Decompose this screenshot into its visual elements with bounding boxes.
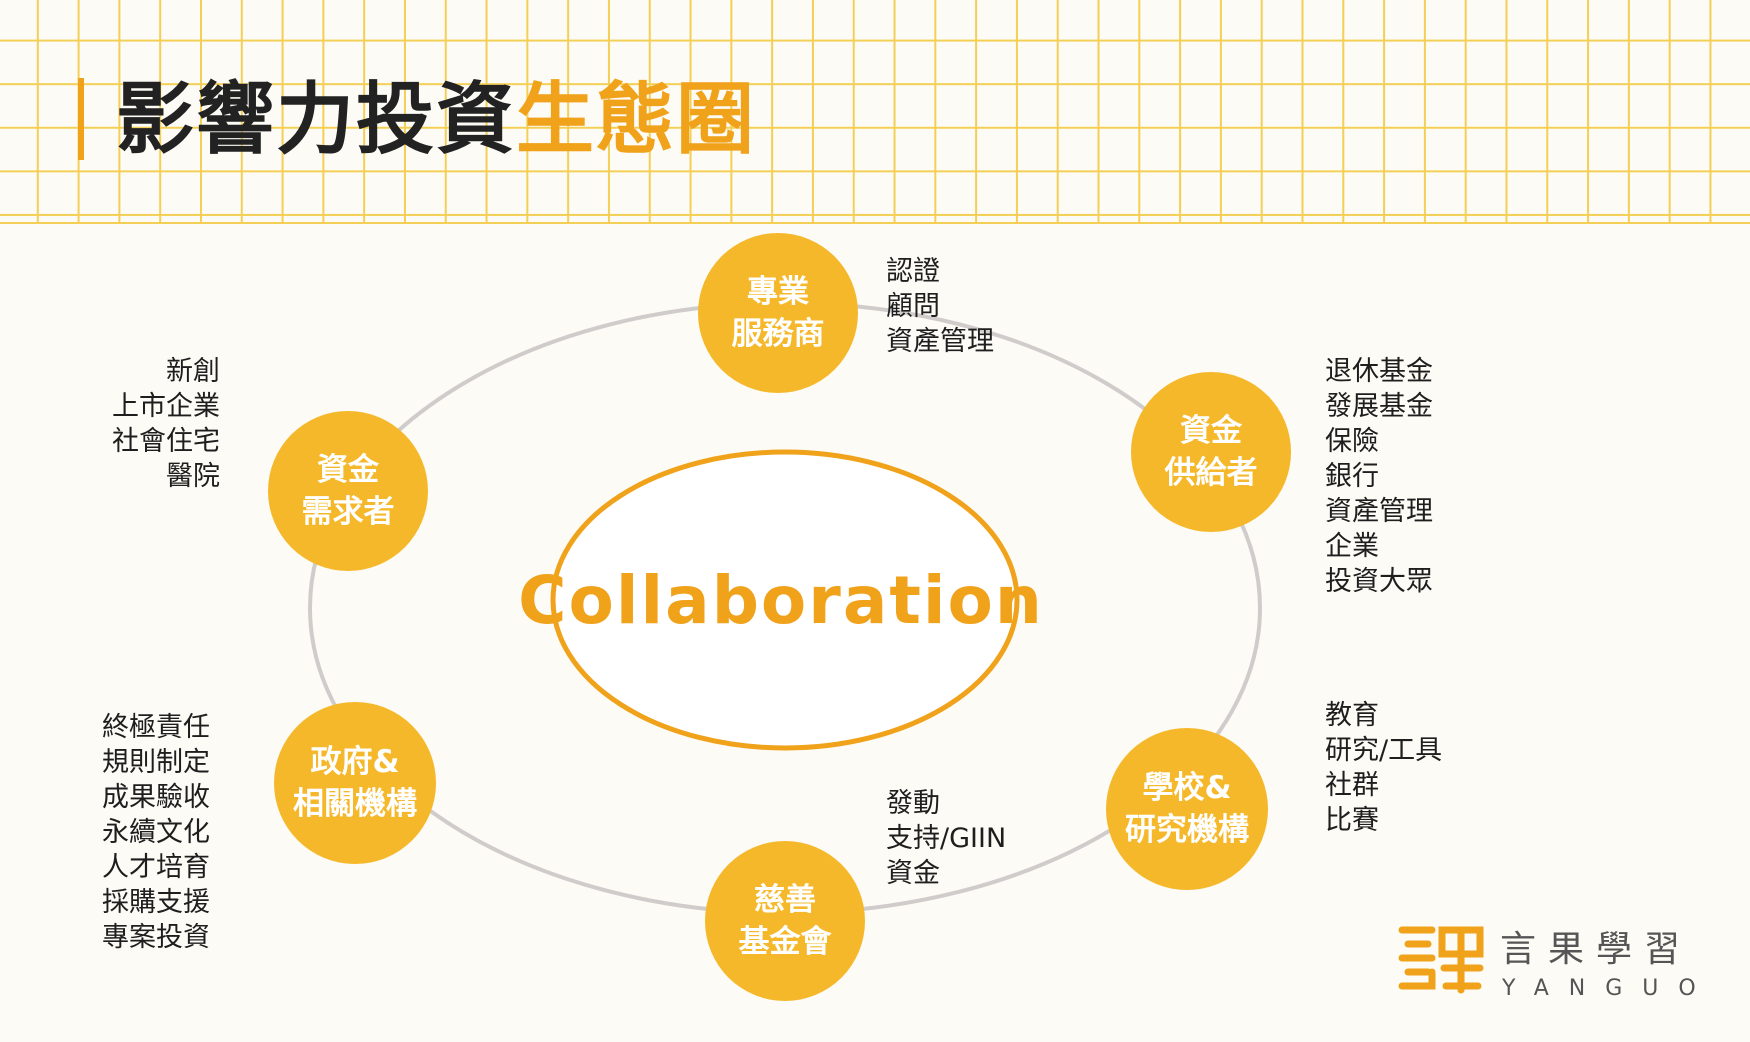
- node-label-line1: 專業: [747, 274, 809, 310]
- list-item: 規則制定: [102, 747, 210, 778]
- node-label-line2: 基金會: [738, 924, 832, 960]
- title-accent-bar: [78, 78, 84, 160]
- list-item: 採購支援: [102, 887, 210, 918]
- title-main: 影響力投資: [116, 75, 517, 165]
- page-title: 影響力投資生態圈: [116, 70, 756, 170]
- list-item: 投資大眾: [1325, 566, 1433, 597]
- node-label-line2: 相關機構: [293, 786, 417, 822]
- node-foundation: 慈善 基金會: [705, 841, 865, 1001]
- list-item: 研究/工具: [1325, 735, 1443, 766]
- node-professional-services: 專業 服務商: [698, 233, 858, 393]
- title-accent: 生態圈: [516, 75, 757, 165]
- list-item: 銀行: [1325, 461, 1379, 492]
- list-item: 保險: [1325, 426, 1379, 457]
- node-government: 政府& 相關機構: [274, 702, 436, 864]
- node-label-line2: 研究機構: [1125, 812, 1249, 848]
- list-item: 上市企業: [112, 391, 220, 422]
- node-school-research: 學校& 研究機構: [1106, 728, 1268, 890]
- list-capital-demand: 新創 上市企業 社會住宅 醫院: [60, 354, 220, 494]
- list-item: 社群: [1325, 770, 1379, 801]
- list-item: 永續文化: [102, 817, 210, 848]
- list-item: 社會住宅: [112, 426, 220, 457]
- list-item: 發動: [886, 788, 940, 819]
- list-professional-services: 認證 顧問 資產管理: [886, 254, 994, 359]
- list-item: 資金: [886, 858, 940, 889]
- node-capital-demand: 資金 需求者: [268, 411, 428, 571]
- list-item: 新創: [166, 356, 220, 387]
- list-item: 醫院: [166, 461, 220, 492]
- node-label-line2: 需求者: [301, 494, 395, 530]
- list-item: 發展基金: [1325, 391, 1433, 422]
- node-label-line1: 資金: [317, 452, 379, 488]
- node-label-line1: 慈善: [754, 882, 816, 918]
- list-foundation: 發動 支持/GIIN 資金: [886, 786, 1006, 891]
- list-item: 人才培育: [102, 852, 210, 883]
- list-item: 教育: [1325, 700, 1379, 731]
- list-item: 資產管理: [1325, 496, 1433, 527]
- list-government: 終極責任 規則制定 成果驗收 永續文化 人才培育 採購支援 專案投資: [102, 710, 210, 955]
- node-label-line1: 學校&: [1142, 770, 1232, 806]
- list-capital-supplier: 退休基金 發展基金 保險 銀行 資產管理 企業 投資大眾: [1325, 354, 1433, 599]
- list-item: 終極責任: [102, 712, 210, 743]
- list-item: 專案投資: [102, 922, 210, 953]
- node-capital-supplier: 資金 供給者: [1131, 372, 1291, 532]
- list-item: 企業: [1325, 531, 1379, 562]
- list-item: 支持/GIIN: [886, 823, 1007, 854]
- logo-english-text: YANGUO: [1502, 976, 1716, 1001]
- center-label: Collaboration: [518, 561, 1044, 639]
- node-label-line1: 資金: [1180, 413, 1242, 449]
- list-item: 成果驗收: [102, 782, 210, 813]
- list-item: 比賽: [1325, 805, 1379, 836]
- list-item: 資產管理: [886, 326, 994, 357]
- list-school-research: 教育 研究/工具 社群 比賽: [1325, 698, 1442, 838]
- logo-chinese-text: 言果學習: [1500, 929, 1693, 970]
- yanguo-logo-icon: [1398, 926, 1484, 994]
- center-ellipse: [550, 449, 1020, 751]
- grid-header-background: [0, 0, 1750, 224]
- list-item: 退休基金: [1325, 356, 1433, 387]
- list-item: 顧問: [886, 291, 940, 322]
- node-label-line1: 政府&: [310, 744, 400, 780]
- node-label-line2: 服務商: [731, 316, 825, 352]
- list-item: 認證: [886, 256, 940, 287]
- node-label-line2: 供給者: [1164, 455, 1258, 491]
